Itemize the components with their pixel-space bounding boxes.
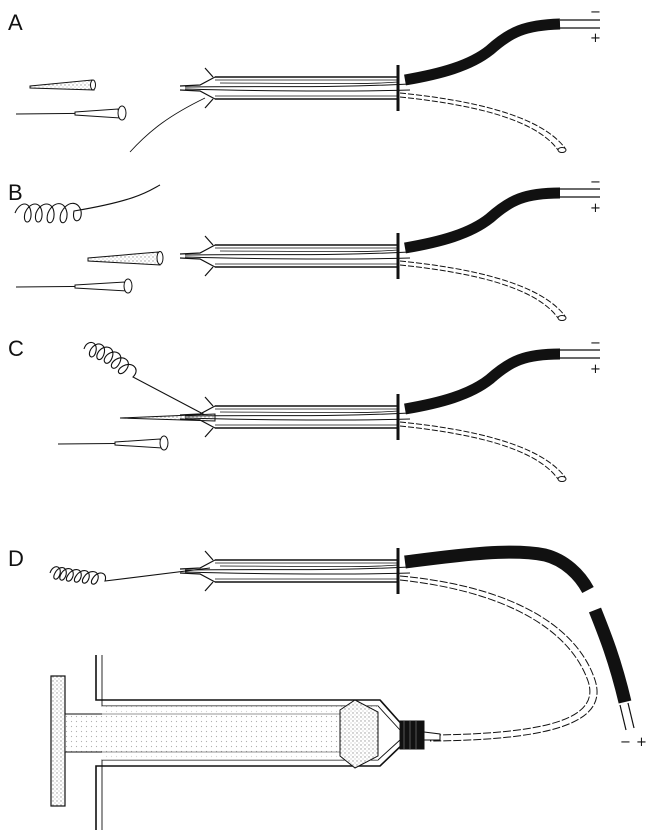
polarity-minus: −	[590, 5, 601, 20]
polarity-plus: +	[590, 31, 601, 46]
coiled-wire	[84, 342, 205, 415]
plunger-thumb-plate	[51, 676, 65, 806]
panel-label-d: D	[8, 546, 24, 571]
pipette-tip	[30, 80, 94, 90]
electrode-holder	[180, 548, 410, 594]
polarity-plus: +	[590, 201, 601, 216]
polarity-minus: −	[590, 336, 601, 351]
panel-a: A − +	[8, 5, 601, 153]
polarity-plus: +	[636, 735, 647, 750]
syringe	[51, 655, 440, 830]
polarity-minus: −	[590, 175, 601, 190]
electrode-holder	[180, 65, 410, 111]
pipette-tip	[88, 252, 160, 265]
needle	[16, 106, 126, 120]
coiled-wire	[15, 185, 160, 223]
insulated-cable	[405, 193, 560, 248]
coiled-wire	[50, 567, 210, 584]
needle	[58, 436, 168, 450]
wire	[130, 98, 205, 152]
electrode-holder	[180, 233, 410, 279]
panel-b: B − +	[8, 175, 601, 321]
panel-label-c: C	[8, 336, 24, 361]
insulated-cable	[405, 354, 560, 409]
panel-d: D − +	[8, 546, 647, 830]
insulated-cable	[405, 24, 560, 80]
panel-c: C − +	[8, 336, 601, 482]
panel-label-a: A	[8, 10, 23, 35]
panel-label-b: B	[8, 180, 23, 205]
polarity-plus: +	[590, 362, 601, 377]
polarity-minus: −	[620, 735, 631, 750]
needle	[16, 279, 132, 293]
